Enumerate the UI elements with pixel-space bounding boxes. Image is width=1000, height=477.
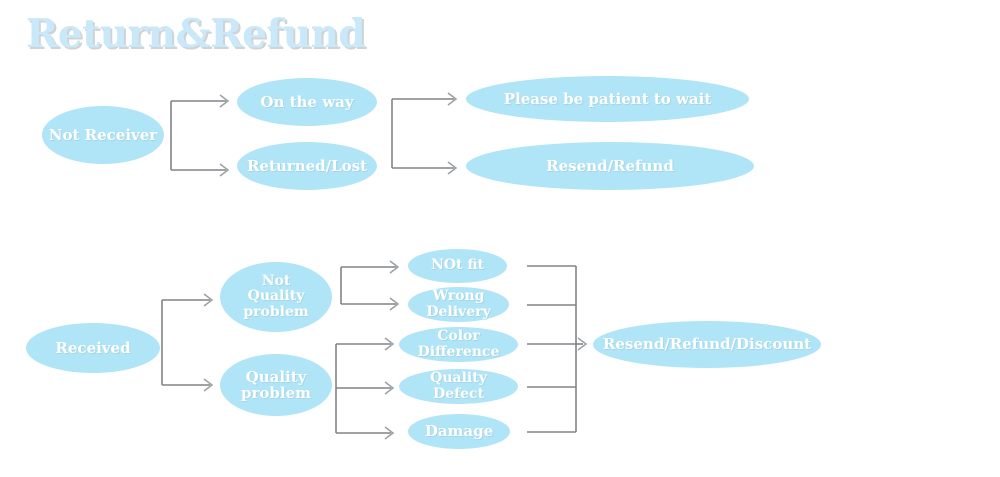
page-title: Return&Refund (26, 11, 366, 57)
node-quality-problem-label-line1: Quality (245, 367, 307, 386)
arrowhead-quality (203, 378, 214, 392)
node-quality-problem-label-line2: problem (241, 384, 311, 402)
node-not-quality-problem[interactable]: Not Quality problem (220, 262, 332, 332)
node-quality-problem[interactable]: Quality problem (220, 354, 332, 416)
arrowhead-final (577, 337, 588, 351)
node-received-label: Received (55, 338, 131, 357)
node-resend-refund-label: Resend/Refund (546, 156, 674, 175)
node-wrong-delivery[interactable]: Wrong Delivery (408, 287, 509, 322)
node-wrong-delivery-label-line2: Delivery (426, 303, 491, 320)
node-on-the-way-label: On the way (260, 92, 354, 111)
arrowhead-wrong-delivery (389, 297, 400, 311)
node-not-receiver-label: Not Receiver (48, 125, 158, 144)
node-returned-lost-label: Returned/Lost (246, 156, 368, 175)
arrowhead-on-the-way (219, 94, 230, 108)
node-not-quality-problem-label-line2: Quality (247, 288, 305, 305)
arrowhead-damage (384, 426, 395, 440)
node-please-be-patient-to-wait-label: Please be patient to wait (503, 89, 712, 108)
arrowhead-quality-defect (384, 381, 395, 395)
arrowhead-resend-refund (447, 161, 458, 175)
node-not-fit-label: NOt fit (431, 257, 484, 274)
node-color-difference-label: Color Difference (417, 328, 500, 360)
node-not-fit[interactable]: NOt fit (408, 249, 507, 283)
node-returned-lost[interactable]: Returned/Lost (237, 142, 377, 190)
node-resend-refund-discount[interactable]: Resend/Refund/Discount (593, 321, 821, 368)
node-not-quality-problem-label-line1: Not (261, 273, 291, 290)
node-on-the-way[interactable]: On the way (237, 78, 377, 126)
arrowhead-please-wait (447, 92, 458, 106)
node-damage[interactable]: Damage (408, 414, 510, 449)
node-resend-refund[interactable]: Resend/Refund (466, 142, 754, 190)
arrowhead-not-fit (389, 260, 400, 274)
node-quality-defect-label: Quality Defect (430, 370, 487, 402)
node-please-be-patient-to-wait[interactable]: Please be patient to wait (466, 76, 749, 122)
arrowhead-returned-lost (219, 163, 230, 177)
node-color-difference[interactable]: Color Difference (399, 327, 518, 362)
arrowhead-not-quality (203, 293, 214, 307)
node-received[interactable]: Received (26, 323, 160, 373)
node-quality-defect[interactable]: Quality Defect (399, 369, 518, 404)
arrowhead-color-difference (384, 337, 395, 351)
node-resend-refund-discount-label: Resend/Refund/Discount (602, 335, 812, 354)
node-wrong-delivery-label-line1: Wrong (432, 288, 485, 305)
node-not-quality-problem-label-line3: problem (243, 303, 309, 320)
node-damage-label: Damage (424, 422, 494, 441)
node-not-receiver[interactable]: Not Receiver (42, 106, 164, 164)
